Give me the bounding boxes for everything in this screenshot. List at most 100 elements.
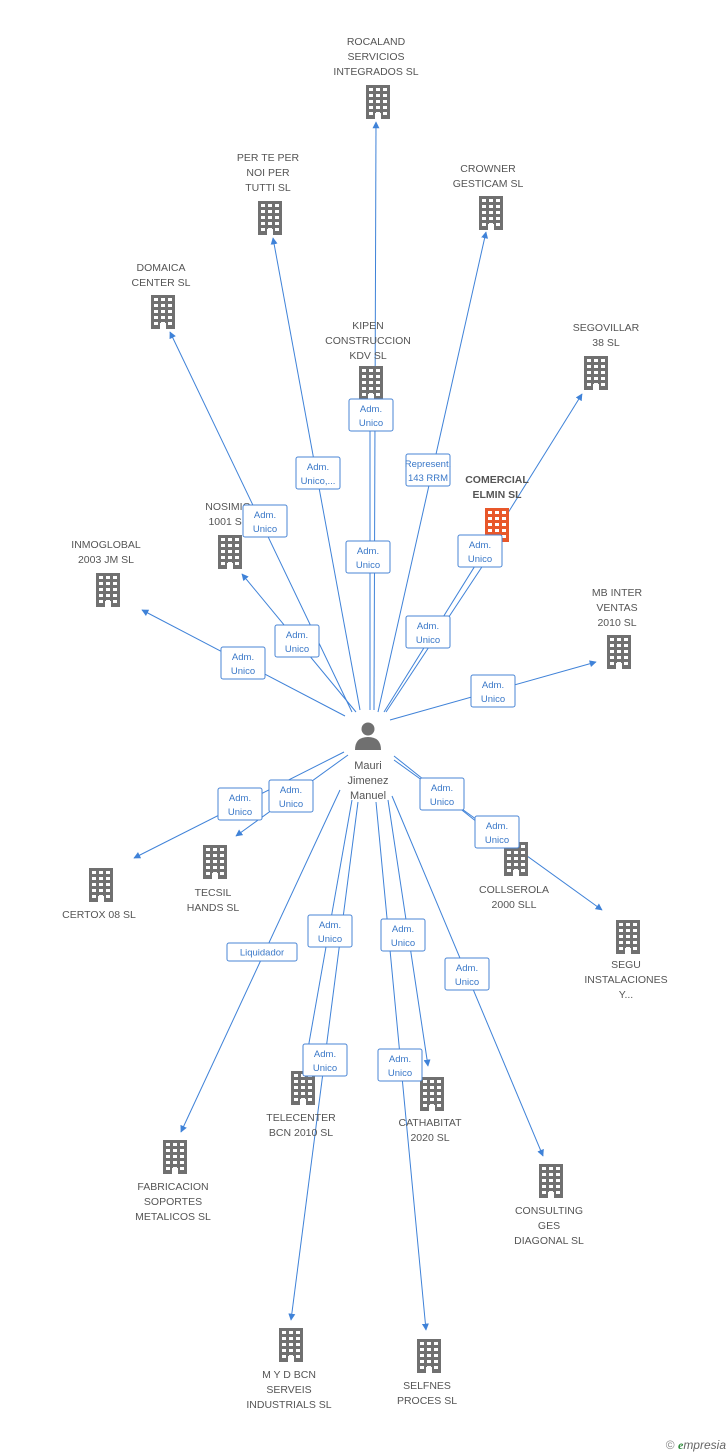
relation-label-line: Adm. bbox=[280, 785, 302, 796]
company-label-line: 38 SL bbox=[592, 337, 620, 349]
relation-badge-telecenter[interactable]: Adm.Unico bbox=[307, 914, 353, 948]
building-icon bbox=[366, 85, 390, 119]
company-node-segu[interactable]: SEGUINSTALACIONESY... bbox=[584, 920, 668, 1001]
relation-badge-kipen[interactable]: Adm.Unico bbox=[345, 540, 391, 574]
company-label-line: VENTAS bbox=[596, 602, 637, 614]
relation-badge-cathabitat[interactable]: Adm. Unico bbox=[380, 918, 426, 952]
company-label-line: BCN 2010 SL bbox=[269, 1127, 333, 1139]
building-icon bbox=[616, 920, 640, 954]
relation-label-line: Unico bbox=[231, 666, 255, 677]
relation-badge-fabricacion[interactable]: Liquidador bbox=[226, 942, 298, 962]
company-label-line: ELMIN SL bbox=[473, 489, 523, 501]
relation-badge-segovillar[interactable]: Adm.Unico bbox=[457, 534, 503, 568]
relation-label-line: Adm. bbox=[232, 652, 254, 663]
relation-badge-tecsil[interactable]: Adm.Unico bbox=[268, 779, 314, 813]
company-node-certox[interactable]: CERTOX 08 SL bbox=[62, 868, 136, 921]
relation-label-line: Unico,... bbox=[301, 476, 336, 487]
company-node-collserola[interactable]: COLLSEROLA 2000 SLL bbox=[479, 842, 549, 911]
relation-badge-perteper[interactable]: Adm. Unico,... bbox=[295, 456, 341, 490]
person-name-line: Jimenez bbox=[348, 775, 389, 787]
relation-badge-inmoglobal[interactable]: Adm. Unico bbox=[220, 646, 266, 680]
building-icon bbox=[539, 1164, 563, 1198]
company-label-line: CONSTRUCCION bbox=[325, 335, 411, 347]
relation-badge-nosimio[interactable]: Adm. Unico bbox=[274, 624, 320, 658]
relation-label-line: Adm. bbox=[392, 924, 414, 935]
company-label-line: PER TE PER bbox=[237, 152, 300, 164]
company-label-line: COMERCIAL bbox=[465, 474, 529, 486]
company-node-tecsil[interactable]: TECSIL HANDS SL bbox=[187, 845, 240, 914]
company-label-line: CERTOX 08 SL bbox=[62, 909, 136, 921]
relation-badge-certox[interactable]: Adm.Unico bbox=[217, 787, 263, 821]
relation-label-line: Unico bbox=[285, 644, 309, 655]
relation-label-line: Adm. bbox=[360, 404, 382, 415]
building-icon bbox=[89, 868, 113, 902]
footer-brand: © empresia bbox=[666, 1438, 726, 1453]
building-icon bbox=[163, 1140, 187, 1174]
company-label-line: 1001 SL bbox=[208, 516, 247, 528]
company-label-line: 2003 JM SL bbox=[78, 554, 134, 566]
relation-label-line: Unico bbox=[388, 1068, 412, 1079]
relation-label-line: Adm. bbox=[307, 462, 329, 473]
building-icon bbox=[258, 201, 282, 235]
relation-label-line: Unico bbox=[228, 807, 252, 818]
company-label-line: 2000 SLL bbox=[492, 899, 537, 911]
relation-label-line: Adm. bbox=[482, 680, 504, 691]
relation-badge-selfnes[interactable]: Adm.Unico bbox=[377, 1048, 423, 1082]
company-label-line: MB INTER bbox=[592, 587, 643, 599]
relation-label-line: Unico bbox=[455, 977, 479, 988]
building-icon bbox=[279, 1328, 303, 1362]
company-label-line: CENTER SL bbox=[132, 277, 191, 289]
company-label-line: CATHABITAT bbox=[399, 1117, 463, 1129]
company-label-line: TECSIL bbox=[195, 887, 232, 899]
person-icon bbox=[355, 722, 381, 750]
relation-label-line: Unico bbox=[359, 418, 383, 429]
company-node-telecenter[interactable]: TELECENTER BCN 2010 SL bbox=[266, 1071, 336, 1139]
relation-label-line: Liquidador bbox=[240, 948, 284, 959]
company-label-line: PROCES SL bbox=[397, 1395, 457, 1407]
relation-badge-segu[interactable]: Adm.Unico bbox=[474, 815, 520, 849]
relation-badge-collserola[interactable]: Adm.Unico bbox=[419, 777, 465, 811]
brand-name: mpresia bbox=[683, 1438, 726, 1452]
relation-badge-comercial[interactable]: Adm.Unico bbox=[405, 615, 451, 649]
company-label-line: HANDS SL bbox=[187, 902, 240, 914]
company-label-line: INSTALACIONES bbox=[584, 974, 667, 986]
company-node-comercial[interactable]: COMERCIAL ELMIN SL bbox=[465, 474, 529, 542]
company-label-line: INMOGLOBAL bbox=[71, 539, 141, 551]
relation-badge-crowner[interactable]: Represent.143 RRM bbox=[405, 453, 451, 487]
relation-label-line: Unico bbox=[313, 1063, 337, 1074]
relation-label-line: Unico bbox=[391, 938, 415, 949]
company-node-inmoglobal[interactable]: INMOGLOBAL 2003 JM SL bbox=[71, 539, 141, 607]
relation-badge-mbinter[interactable]: Adm.Unico bbox=[470, 674, 516, 708]
company-label-line: COLLSEROLA bbox=[479, 884, 549, 896]
relation-badge-rocaland[interactable]: Adm. Unico bbox=[348, 398, 394, 432]
relation-badge-domaica[interactable]: Adm.Unico bbox=[242, 504, 288, 538]
building-icon bbox=[96, 573, 120, 607]
relation-label-line: Adm. bbox=[456, 963, 478, 974]
company-label-line: DIAGONAL SL bbox=[514, 1235, 584, 1247]
company-label-line: TELECENTER bbox=[266, 1112, 336, 1124]
relation-label-line: Unico bbox=[468, 554, 492, 565]
copyright-symbol: © bbox=[665, 1438, 675, 1452]
relation-badge-consulting[interactable]: Adm. Unico bbox=[444, 957, 490, 991]
company-label-line: FABRICACION bbox=[137, 1181, 208, 1193]
relation-label-line: Adm. bbox=[286, 630, 308, 641]
relation-label-line: Adm. bbox=[319, 920, 341, 931]
relation-badge-myd[interactable]: Adm.Unico bbox=[302, 1043, 348, 1077]
person-name-line: Manuel bbox=[350, 790, 386, 802]
building-icon bbox=[607, 635, 631, 669]
building-icon bbox=[420, 1077, 444, 1111]
